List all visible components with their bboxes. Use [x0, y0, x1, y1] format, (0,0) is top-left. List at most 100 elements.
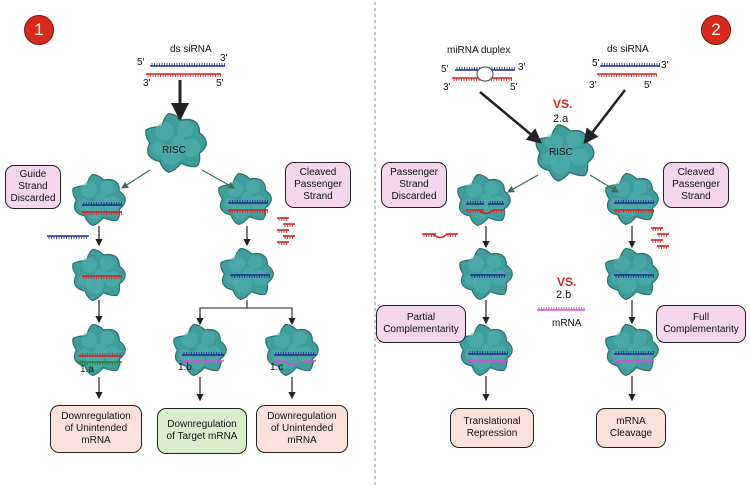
unintended-mrna-1c-left [274, 360, 286, 364]
partial-complementarity-box: Partial Complementarity [376, 305, 466, 343]
guide-strand-discarded-box: Guide Strand Discarded [5, 165, 61, 209]
arrow-sirna-to-risc-2 [583, 89, 626, 144]
target-mrna-1b [182, 360, 224, 364]
cleaved-passenger-fragment-2 [283, 223, 295, 227]
arrow-risc-to-cleaved-passenger [201, 169, 236, 189]
mirna-duplex-bulge [476, 66, 494, 82]
risc-mirna-loaded [457, 173, 511, 227]
loaded-red-strand-right [228, 209, 268, 213]
mirna-blue-left [466, 201, 484, 205]
mirna-target-mrna [468, 359, 508, 363]
prime-label-5-top-mirna: 5' [441, 64, 449, 75]
rna-strands [47, 63, 669, 366]
risc-cleaved-passenger [218, 172, 272, 226]
loaded-blue-strand-right [228, 200, 268, 204]
arrows [95, 80, 636, 402]
label-1c: 1.c [270, 362, 284, 373]
guide-strand-1b [182, 352, 224, 356]
sirna-guide-bound [614, 351, 654, 355]
risc-mirna-target [459, 323, 513, 377]
translational-repression-box: Translational Repression [450, 408, 534, 448]
arrow-risc-to-passenger-discarded [506, 174, 539, 193]
mirna-red-left [466, 209, 484, 213]
cleaved-passenger-fragment-5 [277, 241, 289, 245]
panel-2-badge: 2 [701, 15, 731, 45]
arrow-risc-to-cleaved-passenger-2 [589, 174, 620, 193]
cleaved-passenger-fragment-1 [277, 217, 289, 221]
risc-sirna-guide [605, 247, 659, 301]
prime-label-5-top: 5' [137, 57, 145, 68]
label-1b: 1.b [178, 362, 192, 373]
full-complementarity-box: Full Complementarity [656, 305, 746, 343]
mirna-red-bulge [478, 209, 494, 215]
prime-label-3-top-mirna: 3' [518, 62, 526, 73]
ds-sirna-label-2: ds siRNA [607, 44, 649, 55]
cleaved-fragment-2-3 [651, 239, 663, 243]
label-2b: 2.b [556, 289, 572, 301]
panel-1-badge: 1 [24, 15, 54, 45]
prime-label-3-bottom-mirna: 3' [443, 82, 451, 93]
risc-label: RISC [162, 145, 186, 156]
arrow-mirna-to-risc [479, 91, 542, 144]
vs-label-middle: VS. [557, 275, 577, 289]
guide-strand-1a [82, 275, 122, 279]
unintended-mrna-1a [78, 361, 122, 365]
sirna-bottom-strand-2 [597, 73, 657, 77]
cleaved-fragment-2-1 [651, 227, 663, 231]
sirna-guide-strand [614, 274, 654, 278]
arrow-risc-to-guide-discarded [120, 169, 151, 189]
prime-label-5-bottom-sirna: 5' [644, 80, 652, 91]
risc-sirna-target [605, 323, 659, 377]
prime-label-5-bottom: 5' [216, 78, 224, 89]
loaded-passenger-blue-1a [82, 202, 122, 206]
mirna-red-right [492, 209, 504, 213]
mrna-strand [537, 307, 585, 311]
cleaved-passenger-strand-box: Cleaved Passenger Strand [285, 162, 351, 208]
sirna-top-strand-2 [600, 63, 660, 67]
mrna-label: mRNA [552, 318, 582, 329]
prime-label-3-top: 3' [220, 53, 228, 64]
mirna-duplex-label: miRNA duplex [447, 45, 511, 56]
outcome-1c-box: Downregulation of Unintended mRNA [256, 405, 348, 453]
cleaved-passenger-strand-box-2: Cleaved Passenger Strand [663, 162, 729, 208]
risc-sirna-loaded [605, 172, 659, 226]
discarded-passenger-right [446, 233, 458, 237]
risc-complex-panel2 [535, 124, 595, 182]
prime-label-5-top-sirna: 5' [592, 58, 600, 69]
sirna-target-mrna [614, 359, 654, 363]
risc-right-loaded [220, 247, 274, 301]
risc-mirna-guide [459, 247, 513, 301]
cleaved-passenger-fragment-4 [283, 235, 295, 239]
split-connector-right [247, 307, 293, 320]
vs-label-top: VS. [553, 97, 573, 111]
risc-complex-main [145, 112, 207, 174]
unintended-mrna-1c-right [304, 360, 316, 364]
outcome-1b-box: Downregulation of Target mRNA [157, 408, 247, 454]
discarded-guide-strand [47, 235, 89, 239]
prime-label-3-top-sirna: 3' [661, 60, 669, 71]
loaded-guide-red-1a [82, 211, 122, 215]
sirna-blue-strand-loaded [614, 200, 654, 204]
guide-strand-right [230, 274, 270, 278]
label-1a: 1.a [80, 364, 94, 375]
sirna-red-strand-loaded [614, 209, 654, 213]
risc-guide-discarded [72, 173, 126, 227]
prime-label-3-bottom-sirna: 3' [589, 80, 597, 91]
cleaved-fragment-2-4 [657, 245, 669, 249]
mrna-cleavage-box: mRNA Cleavage [596, 408, 666, 448]
outcome-1a-box: Downregulation of Unintended mRNA [50, 405, 142, 453]
cleaved-passenger-fragment-3 [277, 229, 289, 233]
passenger-strand-discarded-box: Passenger Strand Discarded [381, 162, 447, 208]
prime-label-5-bottom-mirna: 5' [510, 82, 518, 93]
mirna-guide-strand [470, 274, 506, 278]
label-2a: 2.a [553, 113, 569, 125]
risc-1a-loaded [72, 248, 126, 302]
prime-label-3-bottom: 3' [143, 78, 151, 89]
cleaved-fragment-2-2 [657, 233, 669, 237]
discarded-passenger-bulge [432, 233, 448, 239]
guide-strand-1c [274, 352, 316, 356]
guide-strand-1a-bound [78, 353, 122, 357]
mrna-bulge-1c [284, 360, 300, 366]
